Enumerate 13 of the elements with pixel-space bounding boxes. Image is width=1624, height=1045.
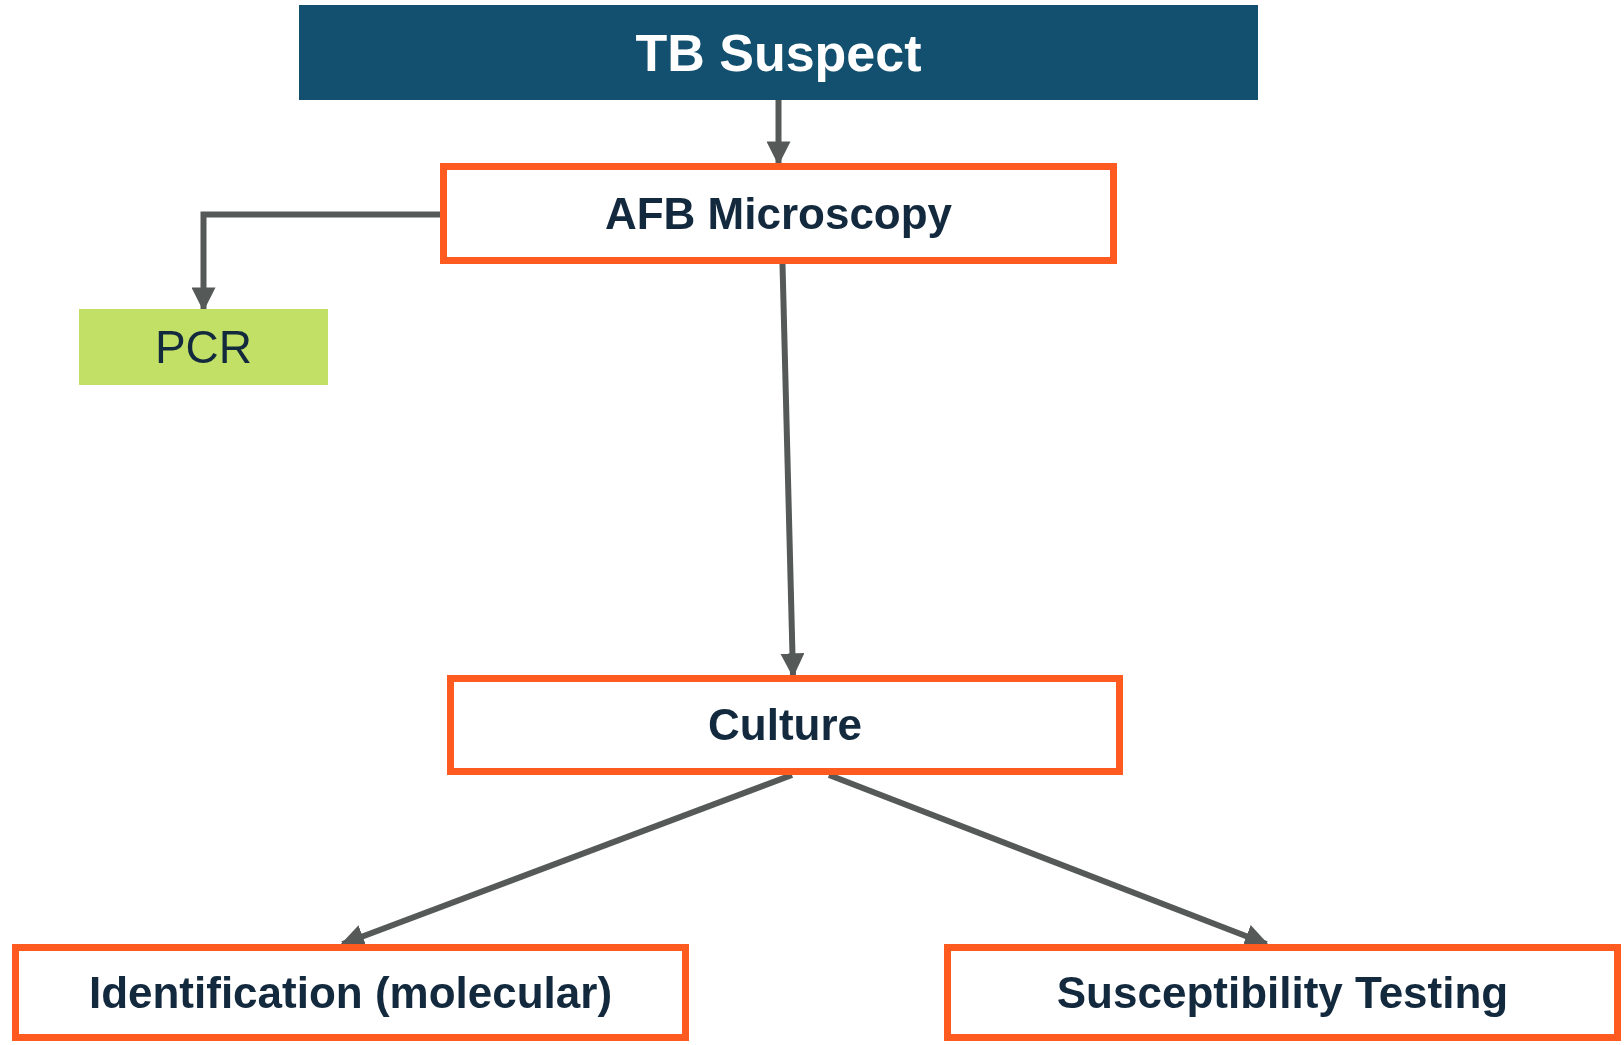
node-label: PCR [154, 320, 253, 374]
node-label: Identification (molecular) [88, 967, 613, 1018]
node-label: Susceptibility Testing [1056, 967, 1509, 1018]
node-label: TB Suspect [635, 22, 922, 83]
process-box [447, 675, 1123, 775]
header-box [299, 5, 1258, 100]
process-box [12, 944, 689, 1041]
process-box [944, 944, 1621, 1041]
node-label: Culture [708, 700, 862, 750]
process-box [440, 163, 1117, 264]
alternative-box [79, 309, 328, 385]
node-label: AFB Microscopy [604, 188, 953, 239]
arrow [191, 211, 440, 312]
